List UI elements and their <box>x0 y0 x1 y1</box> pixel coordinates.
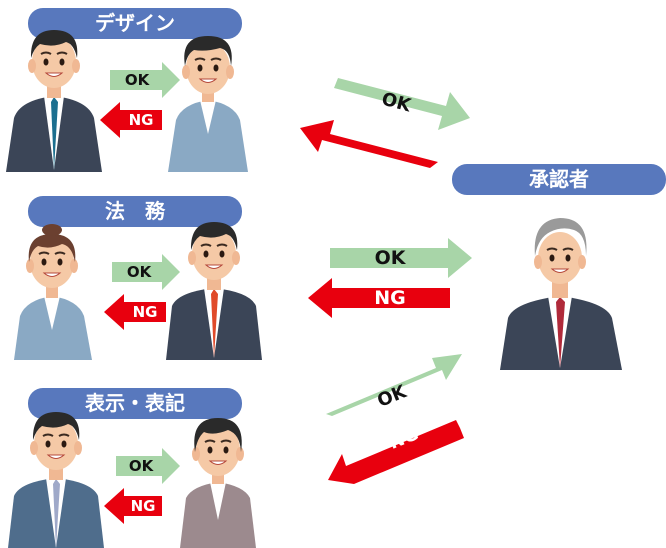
top-ng-arrow <box>300 120 438 168</box>
labeling-ok-label: OK <box>128 457 154 475</box>
labeling-ok-arrow <box>116 448 180 484</box>
approver-title: 承認者 <box>529 167 589 191</box>
design-ok-arrow <box>110 62 180 98</box>
label-labeling <box>28 388 242 419</box>
legal-ng-arrow <box>104 294 166 330</box>
design-ng-label: NG <box>128 111 154 129</box>
labeling-title: 表示・表記 <box>85 391 185 415</box>
label-design <box>28 8 242 39</box>
label-legal <box>28 196 242 227</box>
person-labeling-left <box>8 412 104 548</box>
labeling-ng-arrow <box>104 488 162 524</box>
design-ok-label: OK <box>124 71 150 89</box>
person-legal-right <box>166 222 262 360</box>
legal-ok-label: OK <box>126 263 152 281</box>
middle-ok-arrow <box>330 238 472 278</box>
label-approver <box>452 164 666 195</box>
person-approver <box>500 218 622 370</box>
person-labeling-right <box>180 418 256 548</box>
design-title: デザイン <box>95 11 175 35</box>
person-design-right <box>168 36 248 172</box>
legal-ok-arrow <box>112 254 180 290</box>
person-design-left <box>6 30 102 172</box>
top-ok-arrow <box>334 78 470 130</box>
middle-ng-arrow <box>308 278 450 318</box>
bottom-ok-arrow <box>326 354 462 416</box>
person-legal-left <box>14 224 92 360</box>
middle-ng-label: NG <box>374 287 406 309</box>
legal-title: 法 務 <box>105 199 165 223</box>
design-ng-arrow <box>100 102 162 138</box>
middle-ok-label: OK <box>374 247 406 269</box>
legal-ng-label: NG <box>132 303 158 321</box>
bottom-ng-arrow <box>328 420 464 484</box>
labeling-ng-label: NG <box>130 497 156 515</box>
